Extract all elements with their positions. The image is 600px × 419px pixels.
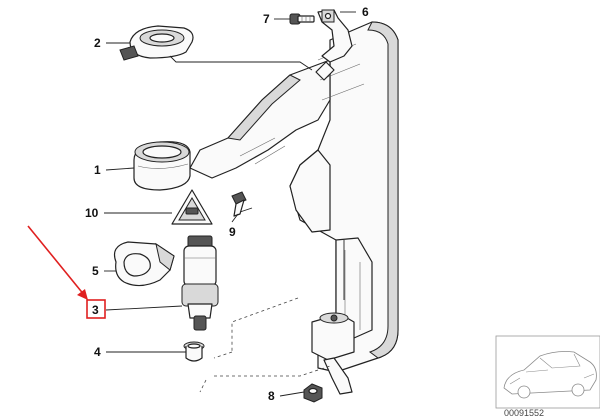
callout-5: 5 (92, 264, 99, 278)
hex-bolt-side (231, 191, 253, 217)
vehicle-thumbnail (495, 335, 600, 409)
reference-number: 00091552 (504, 408, 544, 418)
washer-reservoir (189, 21, 399, 373)
rubber-grommet (183, 341, 205, 362)
callout-2: 2 (94, 36, 101, 50)
filler-neck (133, 141, 191, 191)
reservoir-cap (119, 25, 313, 71)
callout-labels: 1 2 3 4 5 6 7 8 9 10 (85, 5, 369, 403)
callout-9: 9 (229, 225, 236, 239)
level-sensor (311, 240, 355, 395)
washer-pump (181, 235, 219, 331)
callout-6: 6 (362, 5, 369, 19)
hex-nut (303, 383, 323, 403)
body-outline-lines (199, 297, 331, 393)
callout-10: 10 (85, 206, 99, 220)
highlight-frame (86, 299, 106, 319)
spring-clip (113, 241, 175, 287)
callout-8: 8 (268, 389, 275, 403)
mounting-bracket (317, 9, 353, 63)
highlight-arrow (27, 225, 88, 300)
warning-label (171, 189, 213, 225)
callout-1: 1 (94, 163, 101, 177)
callout-4: 4 (94, 345, 101, 359)
hex-bolt-top (289, 13, 315, 25)
callout-7: 7 (263, 12, 270, 26)
callout-3: 3 (92, 303, 99, 317)
leader-lines (104, 11, 356, 397)
